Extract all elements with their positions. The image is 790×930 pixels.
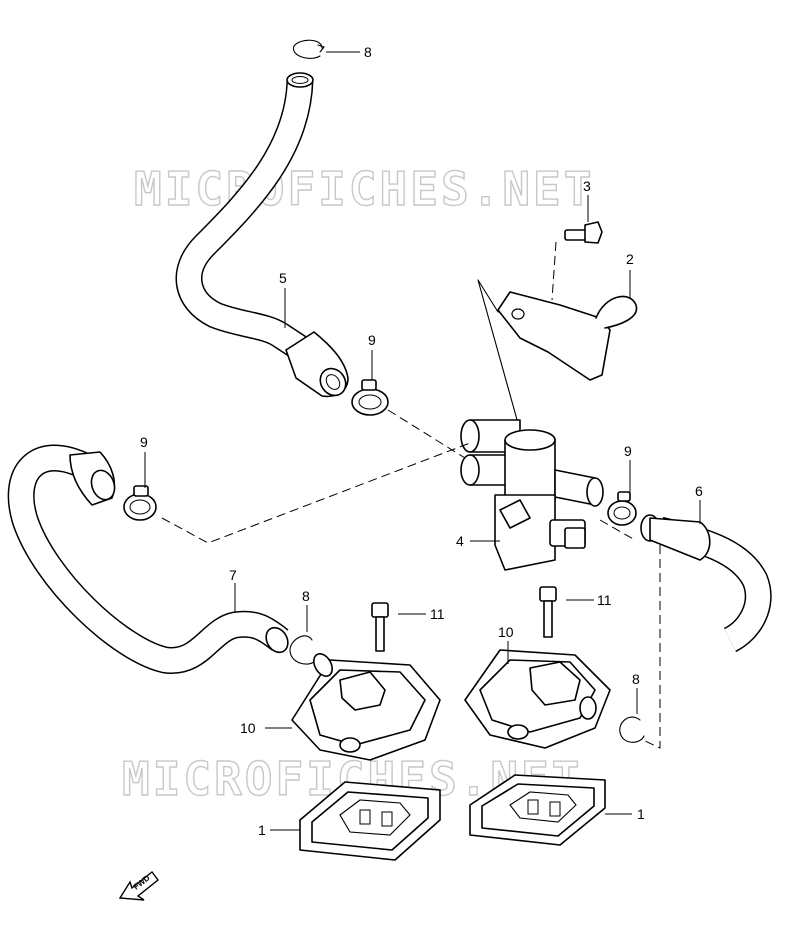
callout-9-left: 9	[140, 434, 148, 450]
reed-valve-right[interactable]	[469, 774, 606, 846]
assembly-line-right	[599, 519, 636, 541]
assembly-line-left	[161, 442, 471, 544]
callout-11-left: 11	[430, 606, 445, 622]
air-valve-part-4[interactable]	[460, 419, 604, 571]
callout-11-right: 11	[597, 592, 612, 608]
forward-direction-arrow-icon: FWD	[118, 871, 159, 901]
callout-2: 2	[626, 251, 634, 267]
assembly-line-right-vertical	[642, 545, 661, 749]
bolt-left[interactable]	[371, 602, 389, 652]
bracket-part-2[interactable]	[497, 291, 638, 381]
callout-1-right: 1	[637, 806, 645, 822]
callout-5: 5	[279, 270, 287, 286]
hose-part-7[interactable]	[7, 444, 292, 674]
callout-9-right: 9	[624, 443, 632, 459]
reed-valve-left[interactable]	[299, 781, 441, 861]
callout-8-right: 8	[632, 671, 640, 687]
callout-6: 6	[695, 483, 703, 499]
assembly-line-upper	[387, 409, 466, 459]
callout-1-left: 1	[258, 822, 266, 838]
callout-9-upper: 9	[368, 332, 376, 348]
circlip-top[interactable]	[293, 39, 325, 59]
hose-part-6[interactable]	[640, 514, 772, 653]
reed-valve-cover-right[interactable]	[464, 649, 611, 749]
callout-4: 4	[456, 533, 464, 549]
assembly-line-bolt	[551, 241, 557, 301]
callout-8-top: 8	[364, 44, 372, 60]
callout-8-mid: 8	[302, 588, 310, 604]
bolt-part-3[interactable]	[564, 221, 603, 244]
hose-clamp-left[interactable]	[123, 485, 157, 521]
callout-10-left: 10	[240, 720, 256, 736]
hose-clamp-right[interactable]	[607, 491, 637, 526]
hose-clamp-upper[interactable]	[351, 379, 389, 416]
callout-7: 7	[229, 567, 237, 583]
bolt-right[interactable]	[539, 586, 557, 638]
callout-10-right: 10	[498, 624, 514, 640]
callout-3: 3	[583, 178, 591, 194]
circlip-middle[interactable]	[289, 635, 317, 665]
circlip-right[interactable]	[619, 716, 645, 743]
hose-part-5[interactable]	[175, 72, 351, 400]
reed-valve-cover-left[interactable]	[291, 651, 441, 761]
watermark-top: MICROFICHES.NET	[134, 162, 594, 216]
